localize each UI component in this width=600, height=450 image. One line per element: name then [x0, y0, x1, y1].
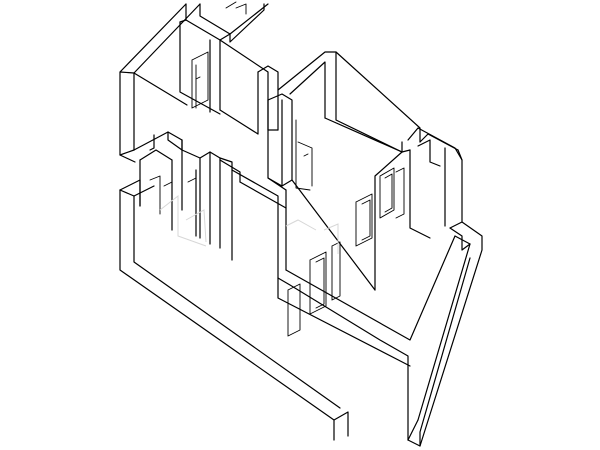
balcony — [277, 221, 483, 447]
central-partition — [219, 39, 403, 187]
outer-wall-bottom — [119, 179, 349, 441]
upper-room-walls — [179, 1, 269, 115]
right-room-walls — [291, 51, 463, 291]
middle-room-door — [295, 119, 313, 191]
facade-windows — [287, 167, 405, 337]
lower-interior-walls — [133, 131, 287, 279]
outer-wall-top-left — [119, 3, 201, 163]
watermark-strokes — [159, 194, 339, 254]
